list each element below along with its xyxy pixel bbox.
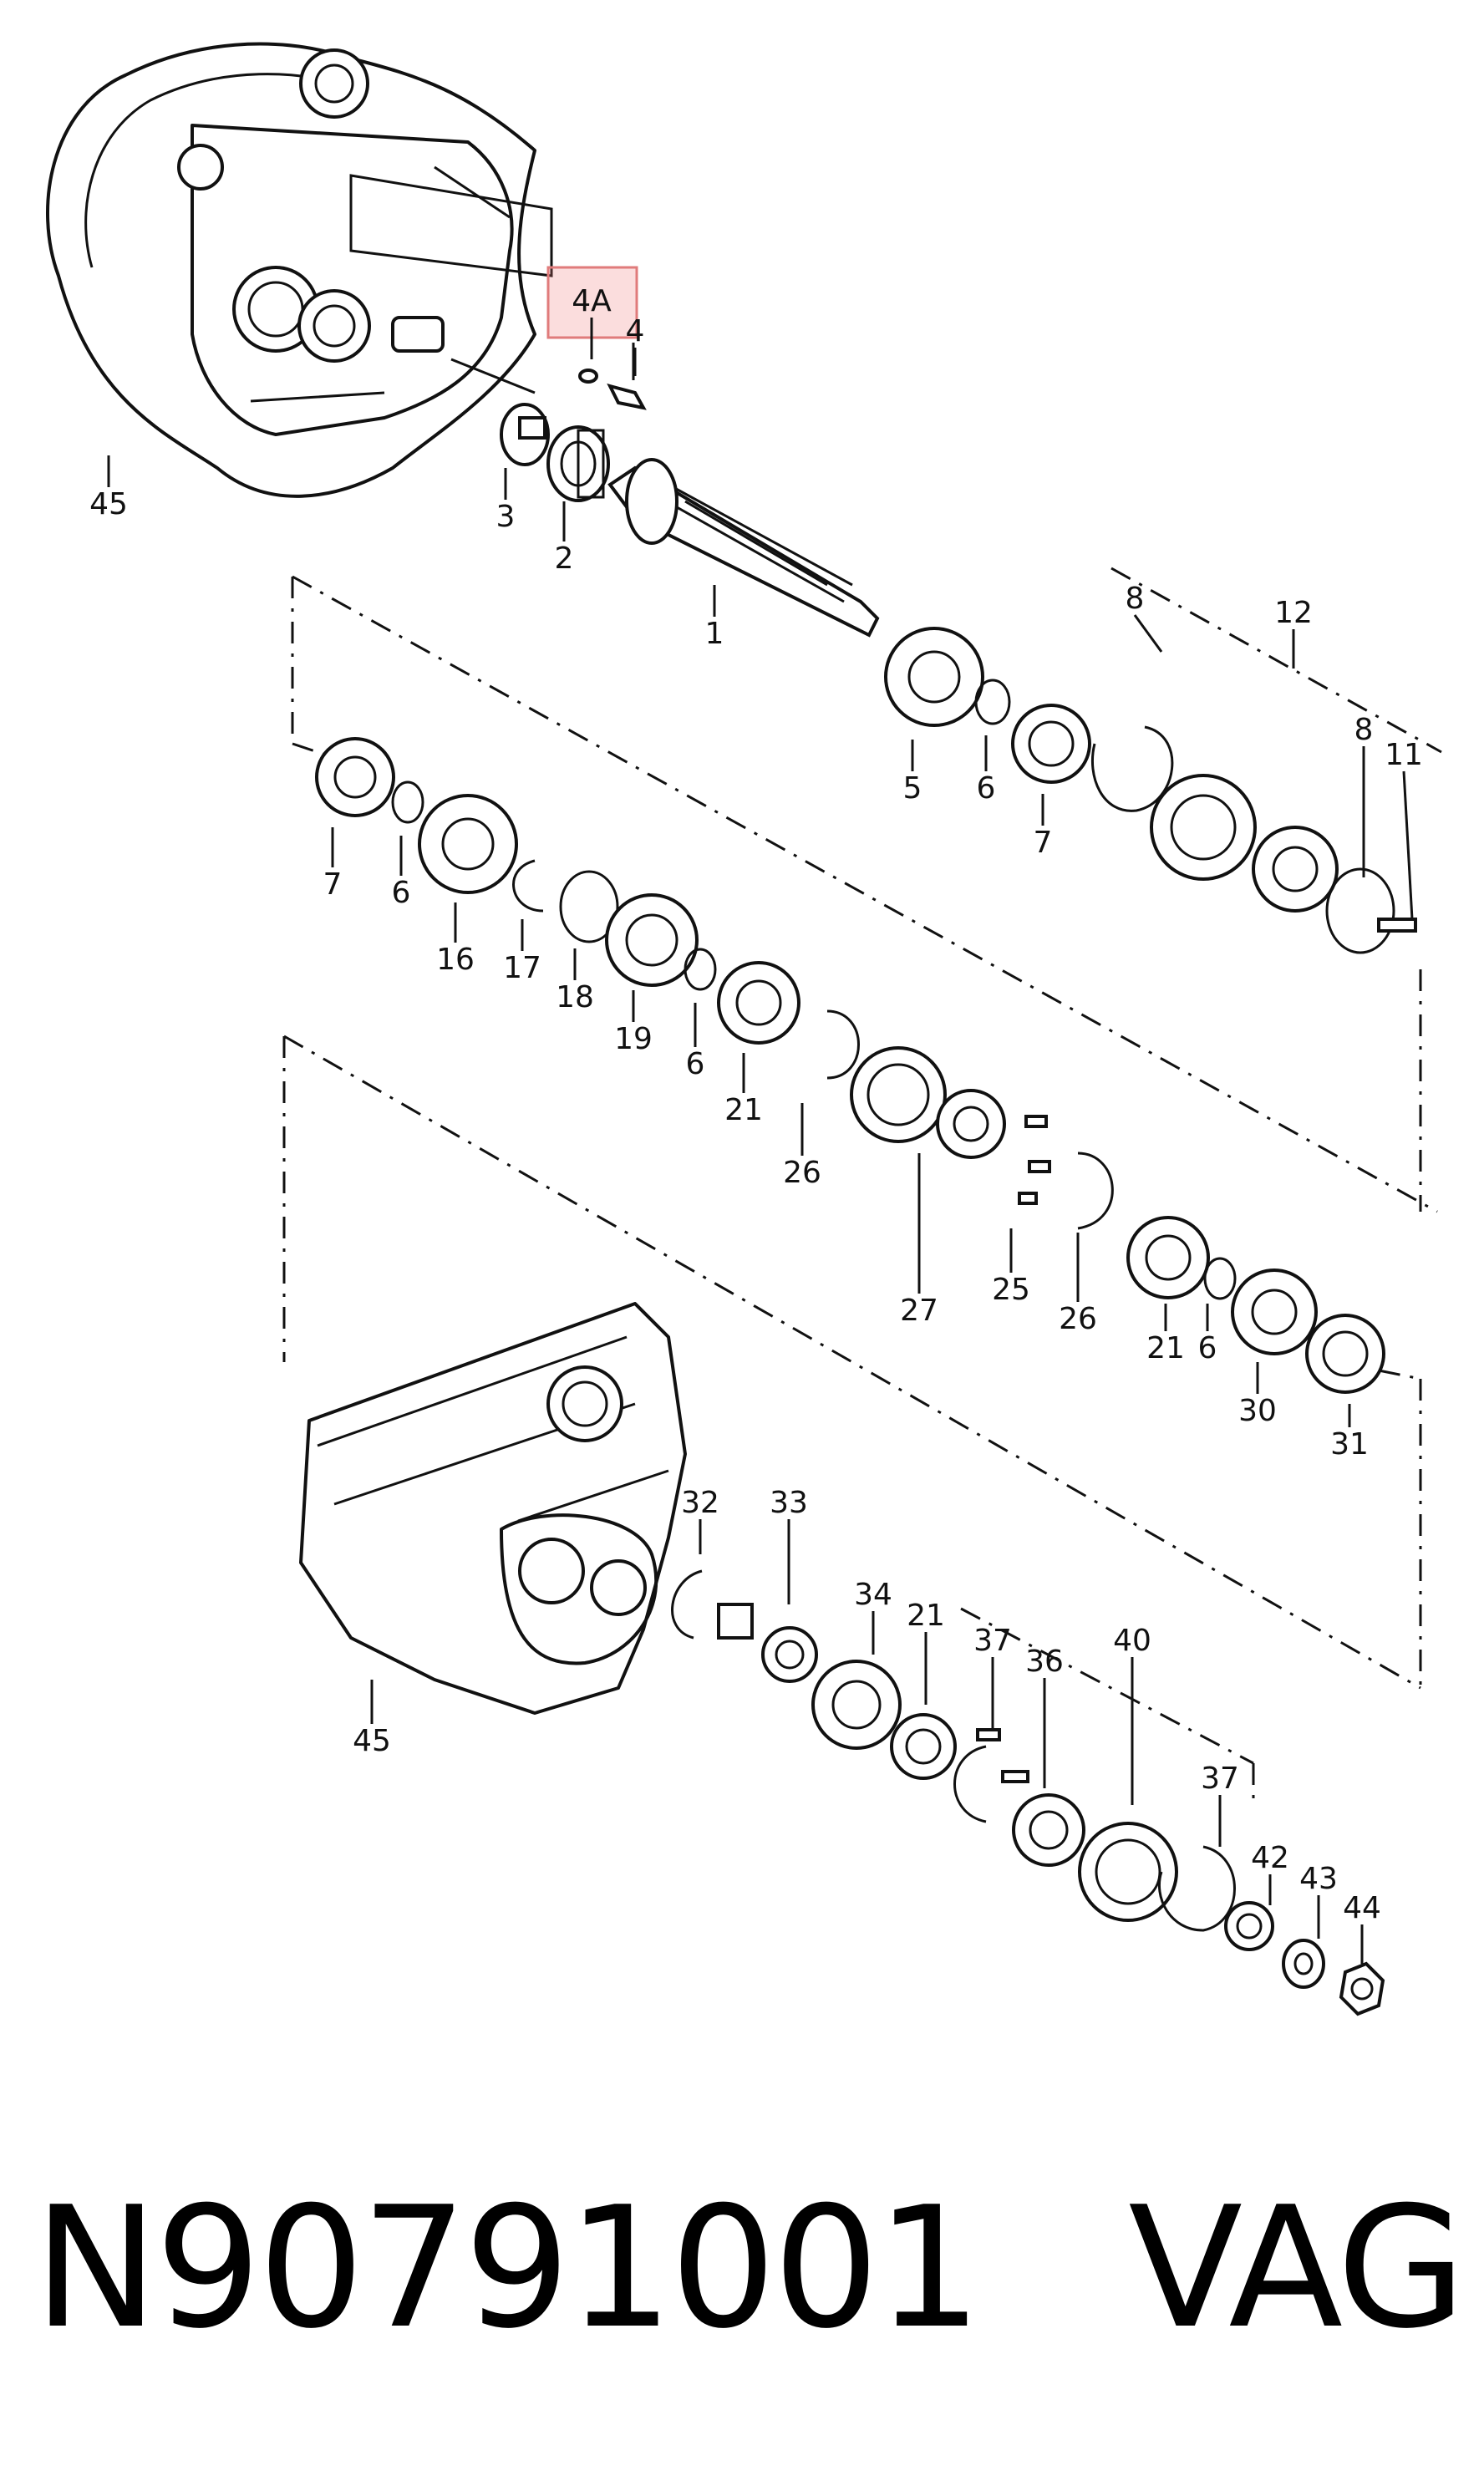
callout-label: 4A	[572, 284, 612, 318]
callout-label: 5	[903, 771, 922, 806]
callout-label: 11	[1385, 738, 1423, 772]
gear-7b	[315, 737, 395, 817]
callout-label: 21	[907, 1599, 945, 1633]
bearing-31	[1305, 1314, 1385, 1394]
gear-19	[605, 893, 699, 987]
callout-label: 21	[724, 1093, 763, 1127]
callout-label: 26	[783, 1156, 821, 1190]
input-shaft-1	[607, 458, 880, 638]
synchro-40	[1078, 1822, 1178, 1922]
part-number: N90791001	[33, 2171, 983, 2366]
callout-label: 45	[89, 487, 128, 521]
callout-label: 25	[992, 1273, 1030, 1307]
pins-25	[1018, 1115, 1051, 1205]
callout-label: 6	[686, 1047, 705, 1081]
gear-5	[884, 627, 984, 727]
synchro-ring-8a	[1090, 725, 1174, 812]
gear-21b	[1126, 1216, 1210, 1299]
callout-label: 8	[1126, 582, 1145, 616]
callout-label: 3	[496, 500, 516, 534]
callout-label: 44	[1343, 1891, 1381, 1925]
pin-11	[1377, 918, 1417, 933]
callout-label: 6	[1198, 1331, 1217, 1365]
callout-label: 6	[977, 771, 996, 806]
callout-label: 8	[1354, 713, 1374, 747]
gear-7a	[1011, 704, 1091, 784]
callout-label: 26	[1059, 1302, 1097, 1336]
callout-label: 6	[392, 876, 411, 910]
callout-label: 34	[854, 1578, 892, 1612]
gear-21c	[890, 1713, 957, 1780]
ring-37b	[1157, 1845, 1236, 1932]
bolt-4	[607, 343, 647, 410]
callout-label: 19	[614, 1022, 653, 1056]
gear-34	[811, 1660, 902, 1750]
callout-label: 18	[556, 980, 594, 1014]
callout-label: 21	[1146, 1331, 1185, 1365]
callout-label: 17	[503, 951, 541, 985]
callout-label: 30	[1238, 1394, 1277, 1428]
circlip-32	[671, 1569, 703, 1640]
callout-label: 36	[1025, 1645, 1064, 1679]
callout-label: 31	[1330, 1427, 1369, 1462]
callout-label: 45	[353, 1724, 391, 1758]
callout-label: 1	[705, 617, 724, 651]
dashed-guide-row-3	[960, 1607, 1255, 1805]
part-caption: N90791001 VAG	[33, 2171, 1466, 2366]
callout-label: 40	[1113, 1624, 1151, 1658]
circlip-6a	[974, 679, 1011, 725]
circlip-6b	[391, 780, 424, 824]
callout-label: 33	[770, 1486, 808, 1520]
callout-label: 37	[1201, 1762, 1239, 1796]
bearing-33	[717, 1603, 818, 1683]
circlip-17	[512, 859, 544, 913]
synchro-27	[850, 1046, 1006, 1159]
callout-label: 16	[436, 943, 475, 977]
dashed-guide-row-2	[282, 1035, 1422, 1690]
callout-label: 4	[626, 314, 645, 348]
circlip-6d	[1203, 1257, 1237, 1300]
callout-label: 43	[1299, 1862, 1338, 1896]
dashed-guide-row-1	[291, 567, 1442, 1213]
callout-label: 2	[555, 541, 574, 576]
seal-3	[500, 403, 550, 466]
callout-label: 7	[1034, 826, 1053, 860]
hub-36	[1001, 1770, 1085, 1867]
ring-26a	[826, 1009, 860, 1080]
leader-line	[1402, 770, 1414, 920]
ring-18	[559, 870, 619, 943]
gearbox-housing-front	[46, 42, 553, 498]
synchro-ring-8b	[1325, 867, 1395, 954]
callout-label: 12	[1274, 596, 1313, 630]
bearing-2	[546, 425, 610, 502]
callout-label: 42	[1251, 1841, 1289, 1875]
ring-37a	[953, 1728, 1001, 1823]
callout-label: 27	[900, 1294, 938, 1328]
gear-21a	[717, 961, 800, 1045]
lock-plate-42	[1224, 1901, 1274, 1951]
brand-name: VAG	[1128, 2171, 1466, 2366]
gear-30	[1231, 1269, 1318, 1355]
nut-44	[1339, 1961, 1385, 2016]
ring-26b	[1077, 1152, 1114, 1230]
gear-16	[418, 794, 518, 894]
synchro-hub-12	[1150, 774, 1339, 913]
callout-label: 37	[973, 1624, 1012, 1658]
callout-label: 32	[681, 1486, 719, 1520]
leader-line	[1133, 614, 1163, 653]
gearbox-housing-rear	[299, 1302, 687, 1715]
callout-label: 7	[323, 867, 343, 902]
washer-43	[1282, 1939, 1325, 1989]
circlip-6c	[684, 948, 717, 991]
